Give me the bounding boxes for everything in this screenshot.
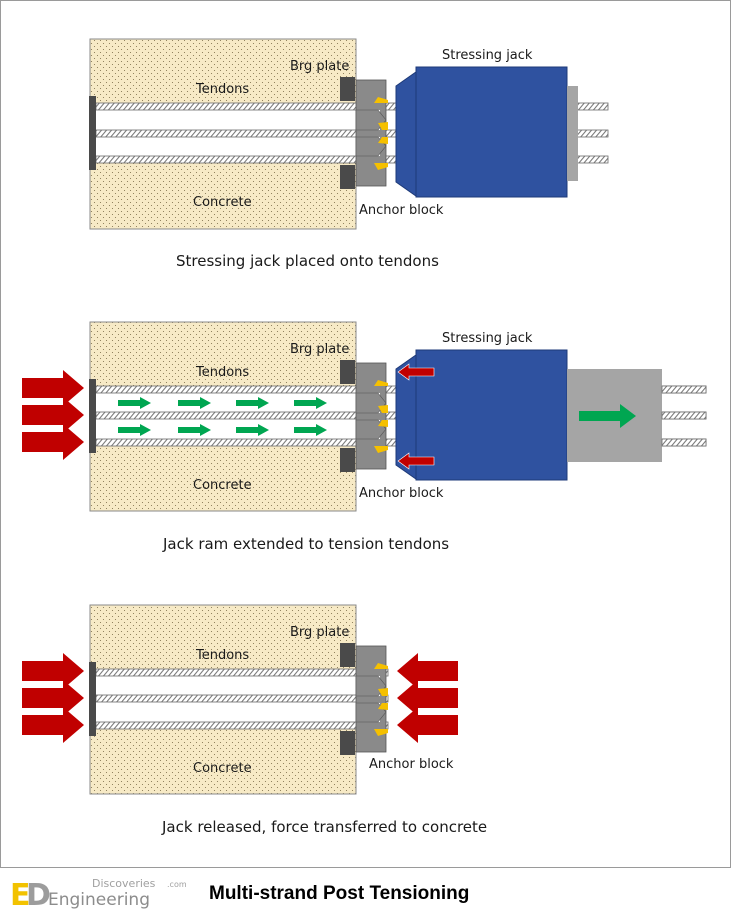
caption-1: Stressing jack placed onto tendons <box>176 252 439 270</box>
tension-arrows <box>118 397 327 436</box>
panel-2: Brg plate Tendons Concrete Anchor block … <box>22 321 707 553</box>
caption-3: Jack released, force transferred to conc… <box>161 818 487 836</box>
bearing-plate <box>340 77 355 101</box>
logo-text-suffix: .com <box>167 880 187 889</box>
reaction-arrow <box>22 397 84 433</box>
wedge <box>355 136 387 157</box>
stressing-jack <box>415 349 568 481</box>
jack-nose <box>395 71 417 197</box>
dead-end-plate <box>89 662 96 736</box>
bearing-plate <box>340 360 355 384</box>
anchor-block <box>355 362 387 470</box>
label-concrete: Concrete <box>193 761 252 776</box>
wedge-yellow <box>378 703 388 710</box>
bearing-plate <box>340 448 355 472</box>
label-stressing-jack: Stressing jack <box>442 331 533 346</box>
wedge-yellow <box>374 380 388 386</box>
wedge-yellow <box>378 420 388 427</box>
label-anchor-block: Anchor block <box>369 757 454 772</box>
wedge-yellow <box>378 122 388 130</box>
wedge-yellow <box>378 405 388 413</box>
compression-arrow <box>22 653 84 689</box>
label-tendons: Tendons <box>195 648 249 663</box>
compression-arrow <box>397 680 458 716</box>
stressing-jack <box>415 66 568 198</box>
dead-end-plate <box>89 379 96 453</box>
wedge-yellow <box>374 729 388 736</box>
label-anchor-block: Anchor block <box>359 486 444 501</box>
jack-ram <box>567 86 578 181</box>
compression-arrow <box>22 707 84 743</box>
wedge-yellow <box>378 688 388 696</box>
anchor-block <box>355 79 387 187</box>
tendon <box>95 721 389 730</box>
wedge-yellow <box>374 663 388 669</box>
panel-1: Brg plate Tendons Concrete Anchor block … <box>89 38 609 270</box>
label-tendons: Tendons <box>195 365 249 380</box>
panel-3: Brg plate Tendons Concrete Anchor block … <box>22 604 487 836</box>
footer: E D Discoveries .com Engineering Multi-s… <box>10 877 469 913</box>
label-tendons: Tendons <box>195 82 249 97</box>
ram-pull-arrow <box>579 404 636 428</box>
wedge-yellow <box>374 446 388 453</box>
label-stressing-jack: Stressing jack <box>442 48 533 63</box>
reaction-arrow <box>22 370 84 406</box>
compression-arrow <box>22 680 84 716</box>
wedge <box>355 419 387 440</box>
engineering-discoveries-logo: E D Discoveries .com Engineering <box>10 877 187 913</box>
compression-arrow <box>397 653 458 689</box>
label-concrete: Concrete <box>193 478 252 493</box>
caption-2: Jack ram extended to tension tendons <box>162 535 449 553</box>
jack-reaction-arrow <box>397 363 435 381</box>
logo-text-bottom: Engineering <box>48 890 150 910</box>
tendon <box>95 694 389 703</box>
anchor-block <box>355 645 387 753</box>
label-brg-plate: Brg plate <box>290 342 349 357</box>
wedge-yellow <box>374 97 388 103</box>
label-concrete: Concrete <box>193 195 252 210</box>
bearing-plate <box>340 165 355 189</box>
svg-text:D: D <box>26 878 51 913</box>
label-brg-plate: Brg plate <box>290 59 349 74</box>
dead-end-plate <box>89 96 96 170</box>
diagram-title: Multi-strand Post Tensioning <box>209 883 469 904</box>
compression-arrow <box>397 707 458 743</box>
svg-text:E: E <box>10 878 31 913</box>
bearing-plate <box>340 643 355 667</box>
bearing-plate <box>340 731 355 755</box>
wedge <box>355 702 387 723</box>
label-anchor-block: Anchor block <box>359 203 444 218</box>
tendon <box>95 668 389 677</box>
jack-reaction-arrow <box>397 452 435 470</box>
reaction-arrow <box>22 424 84 460</box>
logo-text-top: Discoveries <box>92 877 156 890</box>
label-brg-plate: Brg plate <box>290 625 349 640</box>
wedge-yellow <box>374 163 388 170</box>
wedge-yellow <box>378 137 388 144</box>
